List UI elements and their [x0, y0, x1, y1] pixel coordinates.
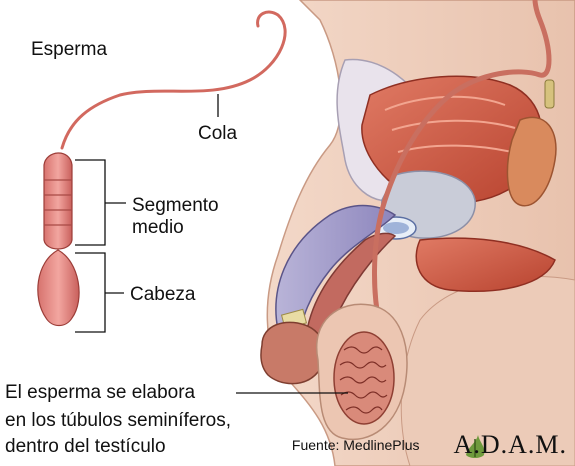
- label-testis-line2: en los túbulos seminíferos,: [5, 410, 232, 431]
- glans: [260, 321, 326, 385]
- source-credit: Fuente: MedlinePlus A.D.A.M.: [292, 430, 567, 460]
- sperm-tail: [60, 10, 287, 150]
- label-sperm: Esperma: [31, 39, 108, 60]
- sperm-cell: [37, 10, 287, 327]
- sperm-head: [37, 249, 80, 327]
- label-head: Cabeza: [130, 284, 196, 305]
- testis: [333, 331, 395, 425]
- label-midpiece-line1: Segmento: [132, 195, 219, 216]
- label-testis-line3: dentro del testículo: [5, 436, 166, 457]
- source-text: Fuente: MedlinePlus: [291, 437, 420, 453]
- label-midpiece-line2: medio: [132, 217, 184, 238]
- adam-logo-mark: [466, 435, 485, 458]
- label-testis-line1: El esperma se elabora: [5, 382, 196, 403]
- rectum-muscle: [415, 237, 556, 292]
- leader-lines: [75, 94, 348, 394]
- label-tail: Cola: [198, 123, 238, 144]
- brand-logo: A.D.A.M.: [453, 430, 567, 459]
- sperm-midpiece: [43, 152, 73, 250]
- seminal-vesicle: [506, 79, 557, 207]
- vas-deferens: [372, 0, 552, 348]
